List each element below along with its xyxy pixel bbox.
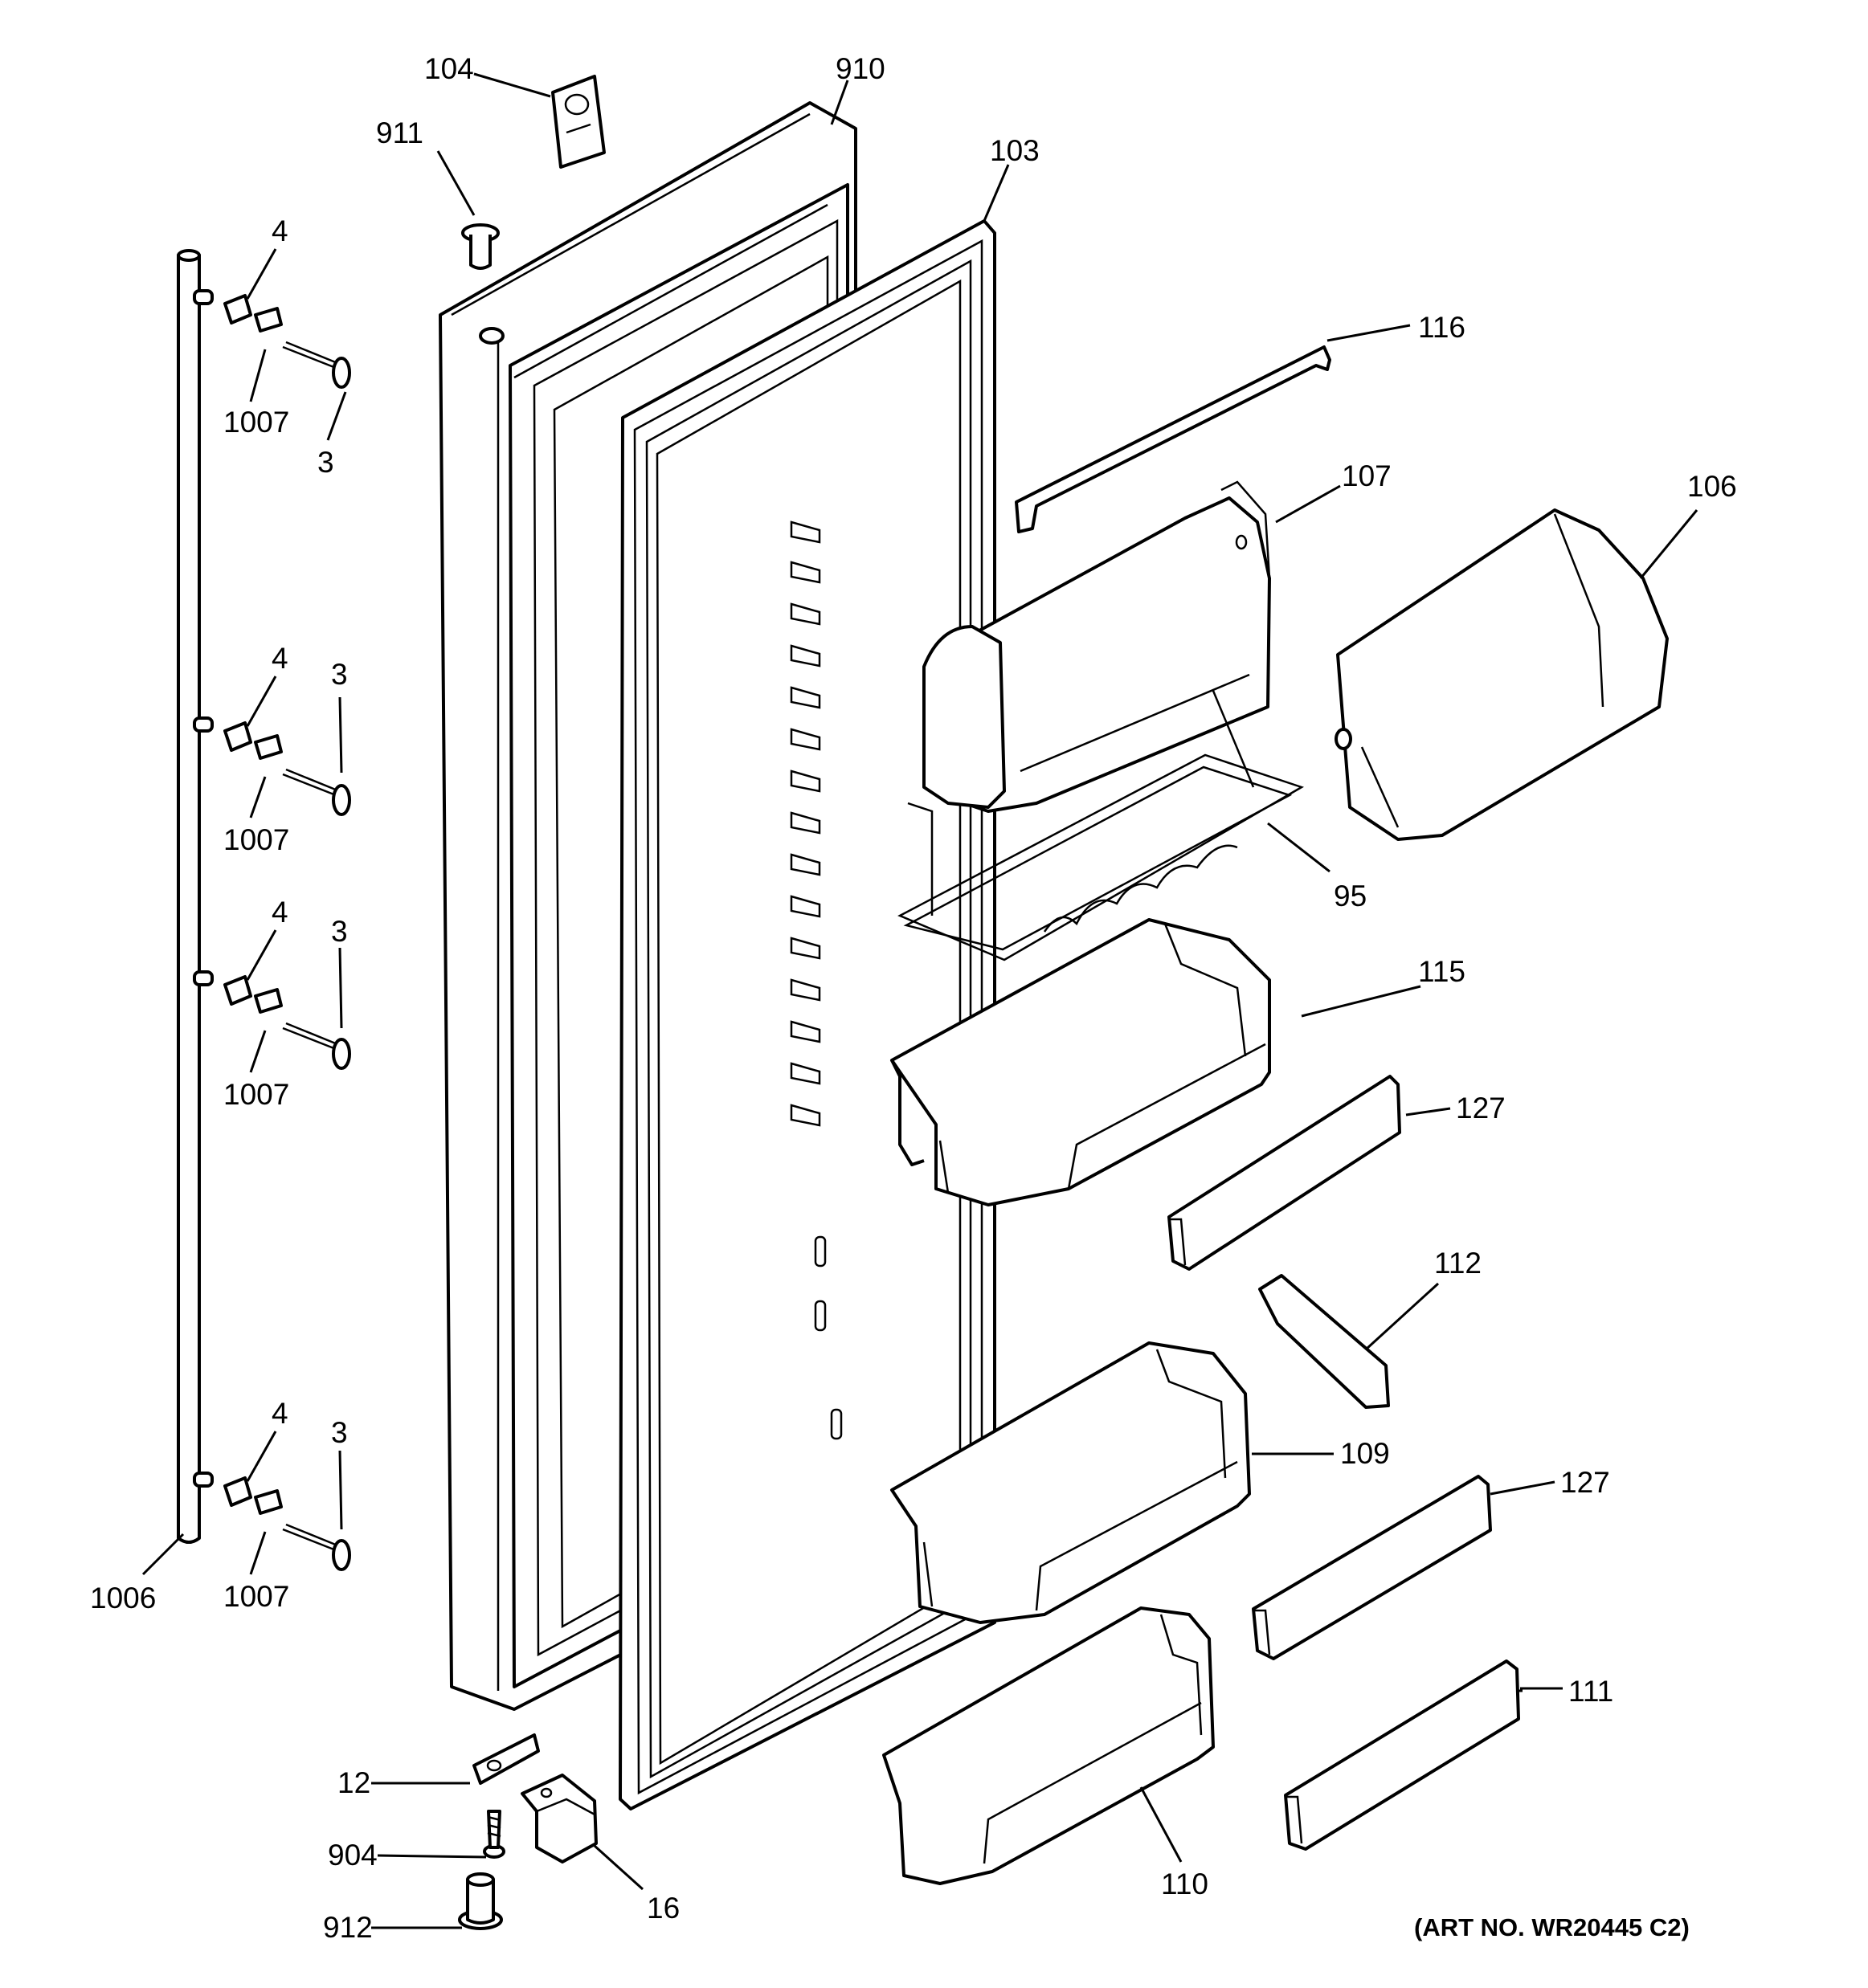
door-bin-middle [890,1341,1251,1624]
handle-hardware-set-3 [193,970,351,1070]
callout-labels: 104 910 911 103 116 107 106 95 115 127 1… [90,52,1737,1944]
wire-shelf-rack [897,690,1305,961]
callout-1007-set1: 1007 [223,406,289,439]
callout-4-set2: 4 [272,642,288,675]
callout-12: 12 [337,1766,370,1799]
callout-4-set4: 4 [272,1397,288,1430]
bin-divider [1258,1274,1390,1409]
callout-107: 107 [1342,459,1392,492]
bin-trim-front-lower [1252,1475,1492,1660]
callout-16: 16 [647,1892,680,1925]
callout-912: 912 [323,1911,373,1944]
callout-1007-set4: 1007 [223,1580,289,1613]
callout-3-set4: 3 [331,1416,348,1449]
callout-109: 109 [1340,1437,1390,1470]
callout-112: 112 [1434,1247,1482,1280]
hinge-bushing [461,223,500,270]
mounting-screw [483,1810,505,1859]
handle-rod [177,249,201,1544]
dairy-compartment [922,480,1271,813]
hinge-bracket [472,1733,540,1785]
bin-trim-bottom [1284,1659,1520,1851]
door-bin-lower [882,1606,1215,1885]
callout-104: 104 [424,52,474,85]
callout-1007-set2: 1007 [223,823,289,856]
callout-4-set3: 4 [272,896,288,929]
door-bin-upper [890,918,1271,1206]
callout-1006: 1006 [90,1582,156,1614]
callout-3-set3: 3 [331,915,348,948]
callout-127-upper: 127 [1456,1092,1506,1125]
door-liner-ridges [790,520,843,1440]
callout-4-set1: 4 [272,214,288,247]
leader-lines [141,72,1698,1929]
callout-106: 106 [1687,470,1737,503]
bin-trim-top [1015,345,1331,533]
callout-110: 110 [1161,1868,1208,1900]
handle-hardware-set-1 [193,289,351,389]
callout-904: 904 [328,1839,378,1872]
callout-115: 115 [1418,955,1465,988]
callout-3-set2: 3 [331,658,348,691]
callout-103: 103 [990,134,1040,167]
hinge-bearing [458,1872,503,1930]
callout-911: 911 [376,116,423,149]
nameplate [551,75,606,169]
callout-910: 910 [836,52,885,85]
callout-111: 111 [1568,1675,1613,1708]
bin-trim-front-upper [1167,1075,1401,1271]
callout-116: 116 [1418,311,1465,344]
handle-hardware-set-4 [193,1472,351,1571]
door-stop [521,1774,598,1863]
callout-95: 95 [1334,880,1367,912]
handle-hardware-set-2 [193,716,351,816]
art-number: (ART NO. WR20445 C2) [1414,1913,1690,1941]
dairy-door-cover [1335,508,1669,841]
callout-127-lower: 127 [1560,1466,1610,1499]
callout-1007-set3: 1007 [223,1078,289,1111]
callout-3-set1: 3 [317,446,334,479]
